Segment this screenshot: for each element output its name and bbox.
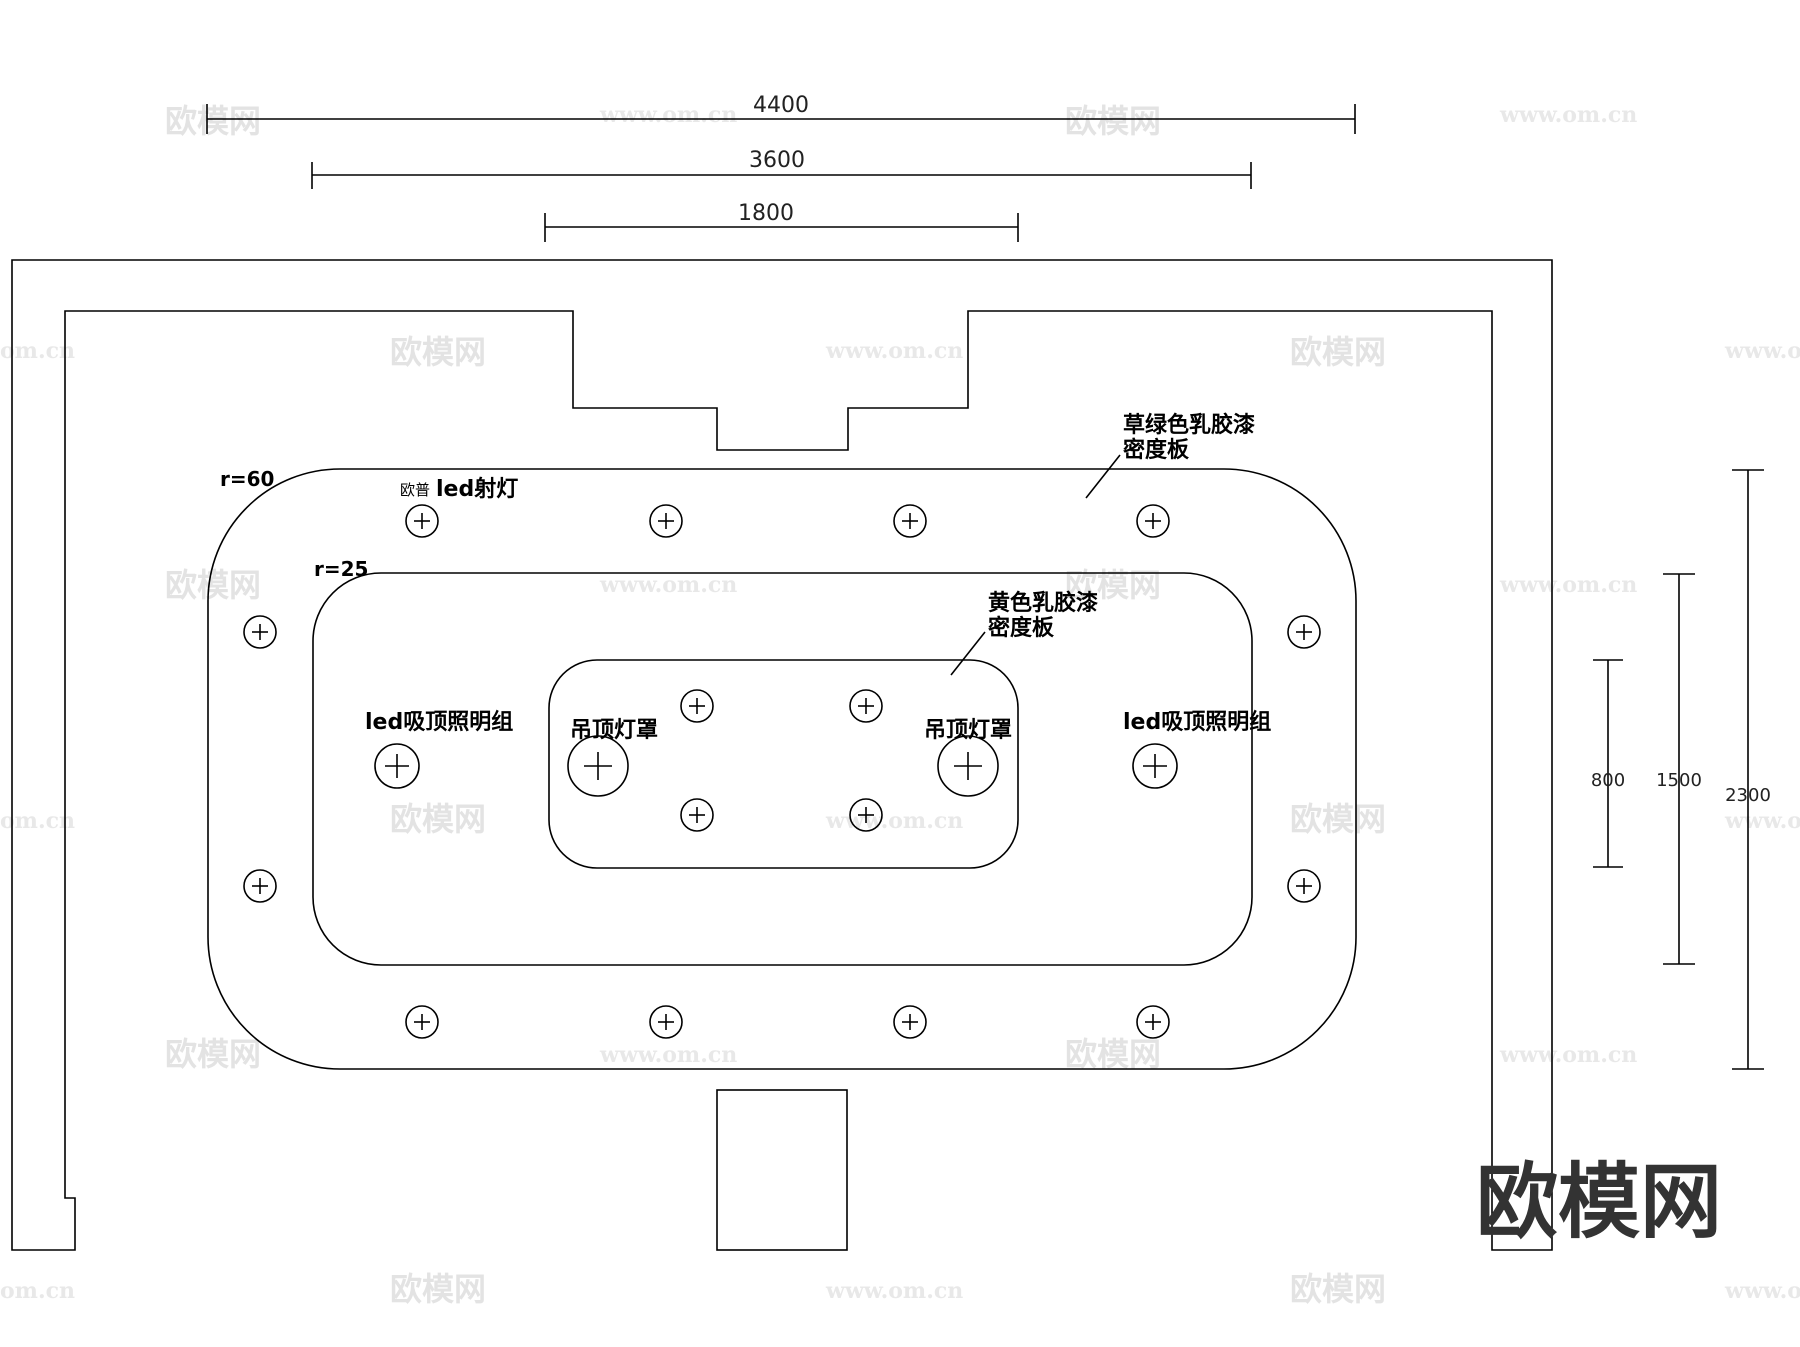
watermark-url: www.om.cn: [1724, 1278, 1800, 1304]
brand-watermark-logo: 欧模网: [1476, 1155, 1722, 1250]
yellow-paint-label-line1: 黄色乳胶漆: [988, 590, 1098, 616]
green-paint-label-line1: 草绿色乳胶漆: [1123, 412, 1255, 438]
pendant-lamp-right: [937, 735, 999, 797]
led-ceiling-light-right: [1132, 743, 1178, 789]
led-spotlight: [1287, 615, 1321, 649]
dimension-label-depth-inner: 800: [1591, 770, 1625, 791]
led-spotlight: [405, 504, 439, 538]
watermark-url: www.om.cn: [825, 338, 963, 364]
watermark-logo: 欧模网: [1065, 102, 1161, 140]
dimension-label-overall: 4400: [753, 93, 809, 118]
watermark-logo: 欧模网: [1065, 1035, 1161, 1073]
watermark-url: www.om.cn: [825, 1278, 963, 1304]
inner-ceiling-level: [548, 659, 1019, 869]
horizontal-dimensions: 4400 3600 1800: [206, 93, 1356, 242]
green-paint-label-line2: 密度板: [1123, 437, 1190, 463]
led-spotlight: [1136, 1005, 1170, 1039]
watermark-url: www.om.cn: [1499, 572, 1637, 598]
led-spotlight: [243, 869, 277, 903]
outer-ceiling-level-green: [207, 468, 1357, 1070]
watermark-url: www.om.cn: [1499, 102, 1637, 128]
watermark-url: www.om.cn: [1724, 338, 1800, 364]
spotlight-brand-label: 欧普: [400, 481, 430, 499]
led-spotlight: [849, 798, 883, 832]
radius-label-outer: r=60: [220, 467, 274, 491]
led-spotlight: [649, 504, 683, 538]
pendant-label-right: 吊顶灯罩: [924, 718, 1012, 743]
ceiling-light-label-right: led吸顶照明组: [1123, 709, 1271, 735]
watermark-url: www.om.cn: [599, 572, 737, 598]
pendant-label-left: 吊顶灯罩: [570, 718, 658, 743]
middle-ceiling-level-yellow: [312, 572, 1253, 966]
yellow-paint-label-line2: 密度板: [988, 615, 1055, 641]
spotlight-label: led射灯: [436, 476, 518, 502]
watermark-logo: 欧模网: [165, 566, 261, 604]
led-spotlight: [1287, 869, 1321, 903]
led-spotlight: [405, 1005, 439, 1039]
led-spotlight: [680, 798, 714, 832]
room-outline: [11, 259, 1553, 1251]
watermark-url: www.om.cn: [1499, 1042, 1637, 1068]
watermark-url: www.om.cn: [825, 808, 963, 834]
watermark-logo: 欧模网: [165, 102, 261, 140]
dimension-label-depth-mid: 1500: [1656, 770, 1702, 791]
watermark-layer: 欧模网 www.om.cn 欧模网 www.om.cn om.cn 欧模网 ww…: [0, 102, 1800, 1308]
led-spotlight: [243, 615, 277, 649]
watermark-url-fragment: om.cn: [0, 1278, 75, 1304]
ceiling-light-label-left: led吸顶照明组: [365, 709, 513, 735]
watermark-logo: 欧模网: [390, 1270, 486, 1308]
led-ceiling-light-left: [374, 743, 420, 789]
lower-box: [716, 1089, 848, 1251]
led-spotlight: [1136, 504, 1170, 538]
watermark-logo: 欧模网: [390, 800, 486, 838]
dimension-label-depth-outer: 2300: [1725, 785, 1771, 806]
vertical-dimensions: 800 1500 2300: [1591, 469, 1771, 1070]
led-spotlight: [849, 689, 883, 723]
dimension-label-mid: 3600: [749, 148, 805, 173]
led-spotlight-group: [243, 504, 1321, 1039]
led-spotlight: [680, 689, 714, 723]
watermark-logo: 欧模网: [165, 1035, 261, 1073]
dimension-label-inner: 1800: [738, 201, 794, 226]
watermark-url: www.om.cn: [1724, 808, 1800, 834]
watermark-logo: 欧模网: [1290, 1270, 1386, 1308]
pendant-lamp-left: [567, 735, 629, 797]
watermark-logo: 欧模网: [390, 333, 486, 371]
led-spotlight: [893, 504, 927, 538]
watermark-logo: 欧模网: [1290, 800, 1386, 838]
watermark-logo: 欧模网: [1290, 333, 1386, 371]
leader-line-green-paint: [1085, 454, 1121, 499]
leader-line-yellow-paint: [950, 631, 986, 676]
led-spotlight: [893, 1005, 927, 1039]
watermark-url: www.om.cn: [599, 1042, 737, 1068]
radius-label-inner: r=25: [314, 557, 368, 581]
watermark-url: www.om.cn: [599, 102, 737, 128]
led-spotlight: [649, 1005, 683, 1039]
